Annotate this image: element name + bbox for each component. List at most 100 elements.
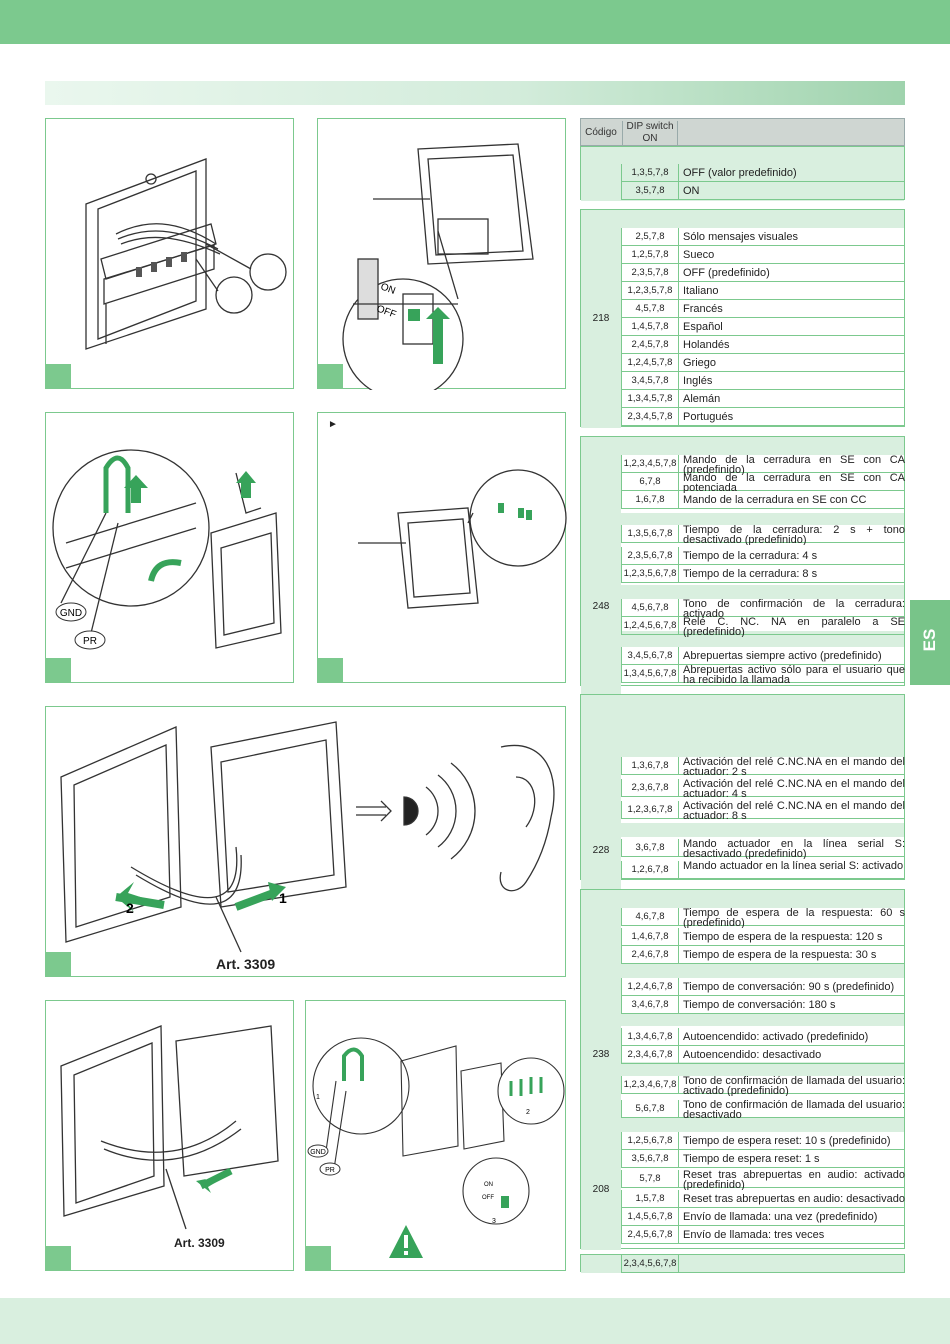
function-description: Tono de confirmación de llamada del usua… bbox=[683, 1100, 905, 1120]
function-description: Reset tras abrepuertas en audio: activad… bbox=[683, 1170, 905, 1190]
dip-switch-value: 1,4,5,7,8 bbox=[621, 318, 679, 335]
dip-switch-value: 1,3,4,5,6,7,8 bbox=[621, 665, 679, 682]
dip-switch-value: 3,5,7,8 bbox=[621, 182, 679, 199]
dip-switch-value: 2,3,5,7,8 bbox=[621, 264, 679, 281]
cable-connection-illustration: 2 1 bbox=[60, 721, 555, 953]
step-1-label: 1 bbox=[316, 1094, 320, 1101]
top-header-bar bbox=[0, 0, 950, 44]
figure-wall-bracket bbox=[45, 118, 294, 389]
figure-number-box bbox=[46, 658, 71, 682]
dip-switch-value: 1,2,3,5,7,8 bbox=[621, 282, 679, 299]
dip-switch-value: 3,4,5,6,7,8 bbox=[621, 647, 679, 664]
dip-switch-value: 2,3,6,7,8 bbox=[621, 779, 679, 796]
step-3-label: 3 bbox=[492, 1218, 496, 1225]
figure-number-box bbox=[46, 364, 71, 388]
header-dip: DIP switch ON bbox=[622, 121, 678, 147]
small-off-label: OFF bbox=[482, 1195, 494, 1201]
function-description: Mando de la cerradura en SE con CA poten… bbox=[683, 473, 905, 493]
dip-switch-value: 1,5,7,8 bbox=[621, 1190, 679, 1207]
dip-switch-value: 4,5,6,7,8 bbox=[621, 599, 679, 616]
function-description: Tiempo de espera de la respuesta: 30 s bbox=[683, 949, 877, 961]
function-description: Alemán bbox=[683, 393, 721, 405]
function-description: Tiempo de espera reset: 1 s bbox=[683, 1153, 820, 1165]
dip-switch-value: 4,5,7,8 bbox=[621, 300, 679, 317]
group-band bbox=[581, 1255, 904, 1273]
function-description: Autoencendido: desactivado bbox=[683, 1049, 822, 1061]
group-band bbox=[581, 1062, 904, 1076]
function-description: Español bbox=[683, 321, 723, 333]
dip-settings-illustration bbox=[358, 469, 567, 609]
function-description: Tiempo de la cerradura: 4 s bbox=[683, 550, 818, 562]
dip-switch-value: 2,5,7,8 bbox=[621, 228, 679, 245]
function-description: Envío de llamada: una vez (predefinido) bbox=[683, 1211, 878, 1223]
function-description: Italiano bbox=[683, 285, 719, 297]
language-tab-label: ES bbox=[920, 628, 939, 652]
group-code: 228 bbox=[592, 845, 610, 856]
dip-switch-value: 1,4,6,7,8 bbox=[621, 928, 679, 945]
dip-switch-value: 1,3,4,5,7,8 bbox=[621, 390, 679, 407]
figure-dip-switch-settings: ► bbox=[317, 412, 567, 683]
dip-switch-value: 1,2,5,7,8 bbox=[621, 246, 679, 263]
group-band bbox=[581, 585, 904, 599]
group-band bbox=[581, 823, 904, 837]
group-band bbox=[581, 210, 904, 228]
switch-on-label: ON bbox=[379, 281, 397, 296]
function-description: Mando de la cerradura en SE con CC bbox=[683, 494, 867, 506]
dip-switch-value: 6,7,8 bbox=[621, 473, 679, 490]
group-band bbox=[581, 1118, 904, 1132]
group-code: 208 bbox=[592, 1184, 610, 1195]
table-group-last: 2,3,4,5,6,7,8 bbox=[580, 1254, 905, 1273]
figure-jumper-wiring: GND PR bbox=[45, 412, 294, 683]
header-code: Código bbox=[585, 127, 617, 138]
group-code: 248 bbox=[592, 601, 610, 612]
dip-switch-value: 1,3,6,7,8 bbox=[621, 757, 679, 774]
table-row: 1,4,5,7,8 Español bbox=[621, 318, 905, 336]
dip-switch-value: 5,7,8 bbox=[621, 1170, 679, 1187]
bullet-marker: ► bbox=[328, 419, 338, 430]
dip-switch-value: 1,6,7,8 bbox=[621, 491, 679, 508]
group-band bbox=[581, 147, 904, 201]
table-header: Código DIP switch ON bbox=[580, 118, 905, 147]
dip-switch-value: 3,4,6,7,8 bbox=[621, 996, 679, 1013]
figure-number-box bbox=[306, 1246, 331, 1270]
dip-switch-value: 1,2,4,5,6,7,8 bbox=[621, 617, 679, 634]
function-description: Tiempo de espera reset: 10 s (predefinid… bbox=[683, 1135, 891, 1147]
table-row: 2,5,7,8 Sólo mensajes visuales bbox=[621, 228, 905, 246]
function-description: Mando de la cerradura en SE con CA (pred… bbox=[683, 455, 905, 475]
figure-number-box bbox=[46, 1246, 71, 1270]
dip-switch-value: 1,2,3,6,7,8 bbox=[621, 801, 679, 818]
full-assembly-illustration: GND PR 1 2 3 ON OFF bbox=[307, 1037, 565, 1258]
dip-switch-value: 1,2,6,7,8 bbox=[621, 861, 679, 878]
function-description: Sólo mensajes visuales bbox=[683, 231, 798, 243]
group-code-cell: 218 bbox=[581, 210, 621, 428]
function-description: Tiempo de conversación: 90 s (predefinid… bbox=[683, 981, 895, 993]
section-title-bar bbox=[45, 81, 905, 105]
function-description: Mando actuador en la línea serial S: des… bbox=[683, 839, 905, 859]
dip-switch-value: 1,2,3,4,5,7,8 bbox=[621, 455, 679, 472]
function-description: Activación del relé C.NC.NA en el mando … bbox=[683, 779, 905, 799]
dip-switch-value: 3,6,7,8 bbox=[621, 839, 679, 856]
